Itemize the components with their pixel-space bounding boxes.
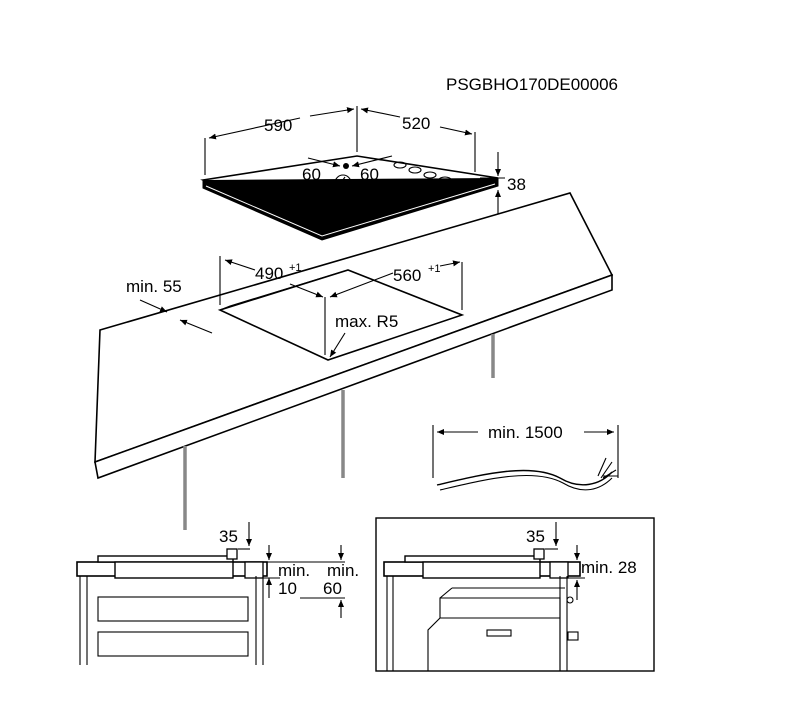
drawer <box>97 596 249 622</box>
min-a-line1: min. <box>278 561 310 580</box>
min-a-line2: 10 <box>278 579 297 598</box>
section-right: 35 min. 28 <box>375 517 655 672</box>
gas-symbol-icon <box>334 174 352 192</box>
hob-drawing: 60 60 590 520 38 <box>200 106 526 241</box>
clearance-left: 35 <box>219 527 238 546</box>
hob-knobs <box>393 161 452 184</box>
oven-handle <box>486 629 512 637</box>
cutout-width-tolerance: +1 <box>289 262 302 274</box>
cutout-width: 490 <box>255 264 283 283</box>
min-right: min. 28 <box>581 558 637 577</box>
min-edge-distance: min. 55 <box>126 277 182 296</box>
oven <box>427 587 579 671</box>
hob-edge <box>202 178 499 241</box>
worktop-drawing: 490 +1 560 +1 max. R5 min. 55 <box>94 192 614 530</box>
document-code: PSGBHO170DE00006 <box>446 75 618 94</box>
drawer <box>97 631 249 657</box>
cutout-depth: 560 <box>393 266 421 285</box>
hob-width: 590 <box>264 116 292 135</box>
min-b-line2: 60 <box>323 579 342 598</box>
section-right-frame <box>375 517 655 672</box>
cable-drawing: min. 1500 <box>432 423 619 491</box>
section-left: 35 min. 10 min. 60 <box>76 522 359 665</box>
clearance-right: 35 <box>526 527 545 546</box>
worktop-front-edge <box>94 273 613 480</box>
power-cable <box>436 469 613 486</box>
cable-length: min. 1500 <box>488 423 563 442</box>
power-cable-outline <box>439 474 613 491</box>
hob-depth: 520 <box>402 114 430 133</box>
min-b-line1: min. <box>327 561 359 580</box>
cutout-radius: max. R5 <box>335 312 398 331</box>
burner-gap-left: 60 <box>302 165 321 184</box>
cutout-depth-tolerance: +1 <box>428 263 441 275</box>
burner-gap-right: 60 <box>360 165 379 184</box>
hob-height: 38 <box>507 175 526 194</box>
